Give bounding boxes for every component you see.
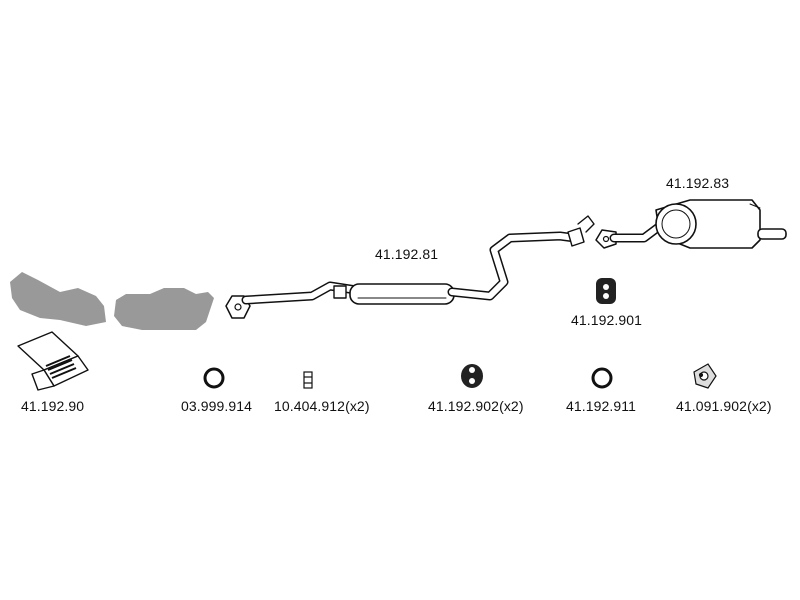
rubber-hanger-41-192-902[interactable] bbox=[461, 364, 483, 388]
gasket-ring-03-999-914[interactable] bbox=[203, 367, 225, 389]
fitting-kit-box-41-192-90[interactable] bbox=[17, 331, 89, 391]
label-41-192-81: 41.192.81 bbox=[375, 246, 439, 262]
label-10-404-912: 10.404.912(x2) bbox=[274, 398, 370, 414]
mount-41-192-901[interactable] bbox=[596, 278, 616, 304]
label-41-192-901: 41.192.901 bbox=[571, 312, 643, 328]
bracket-41-091-902[interactable] bbox=[693, 363, 717, 389]
label-41-192-90: 41.192.90 bbox=[21, 398, 85, 414]
front-pipe-41-192-81[interactable] bbox=[225, 215, 595, 319]
label-41-192-902: 41.192.902(x2) bbox=[428, 398, 524, 414]
label-41-192-911: 41.192.911 bbox=[566, 398, 637, 414]
label-03-999-914: 03.999.914 bbox=[181, 398, 253, 414]
catalytic-converter-silhouette bbox=[10, 272, 214, 330]
clamp-bolt-10-404-912[interactable] bbox=[303, 371, 313, 389]
rear-muffler-41-192-83[interactable] bbox=[595, 199, 787, 249]
label-41-091-902: 41.091.902(x2) bbox=[676, 398, 772, 414]
label-41-192-83: 41.192.83 bbox=[666, 175, 730, 191]
ring-hanger-41-192-911[interactable] bbox=[591, 367, 613, 389]
